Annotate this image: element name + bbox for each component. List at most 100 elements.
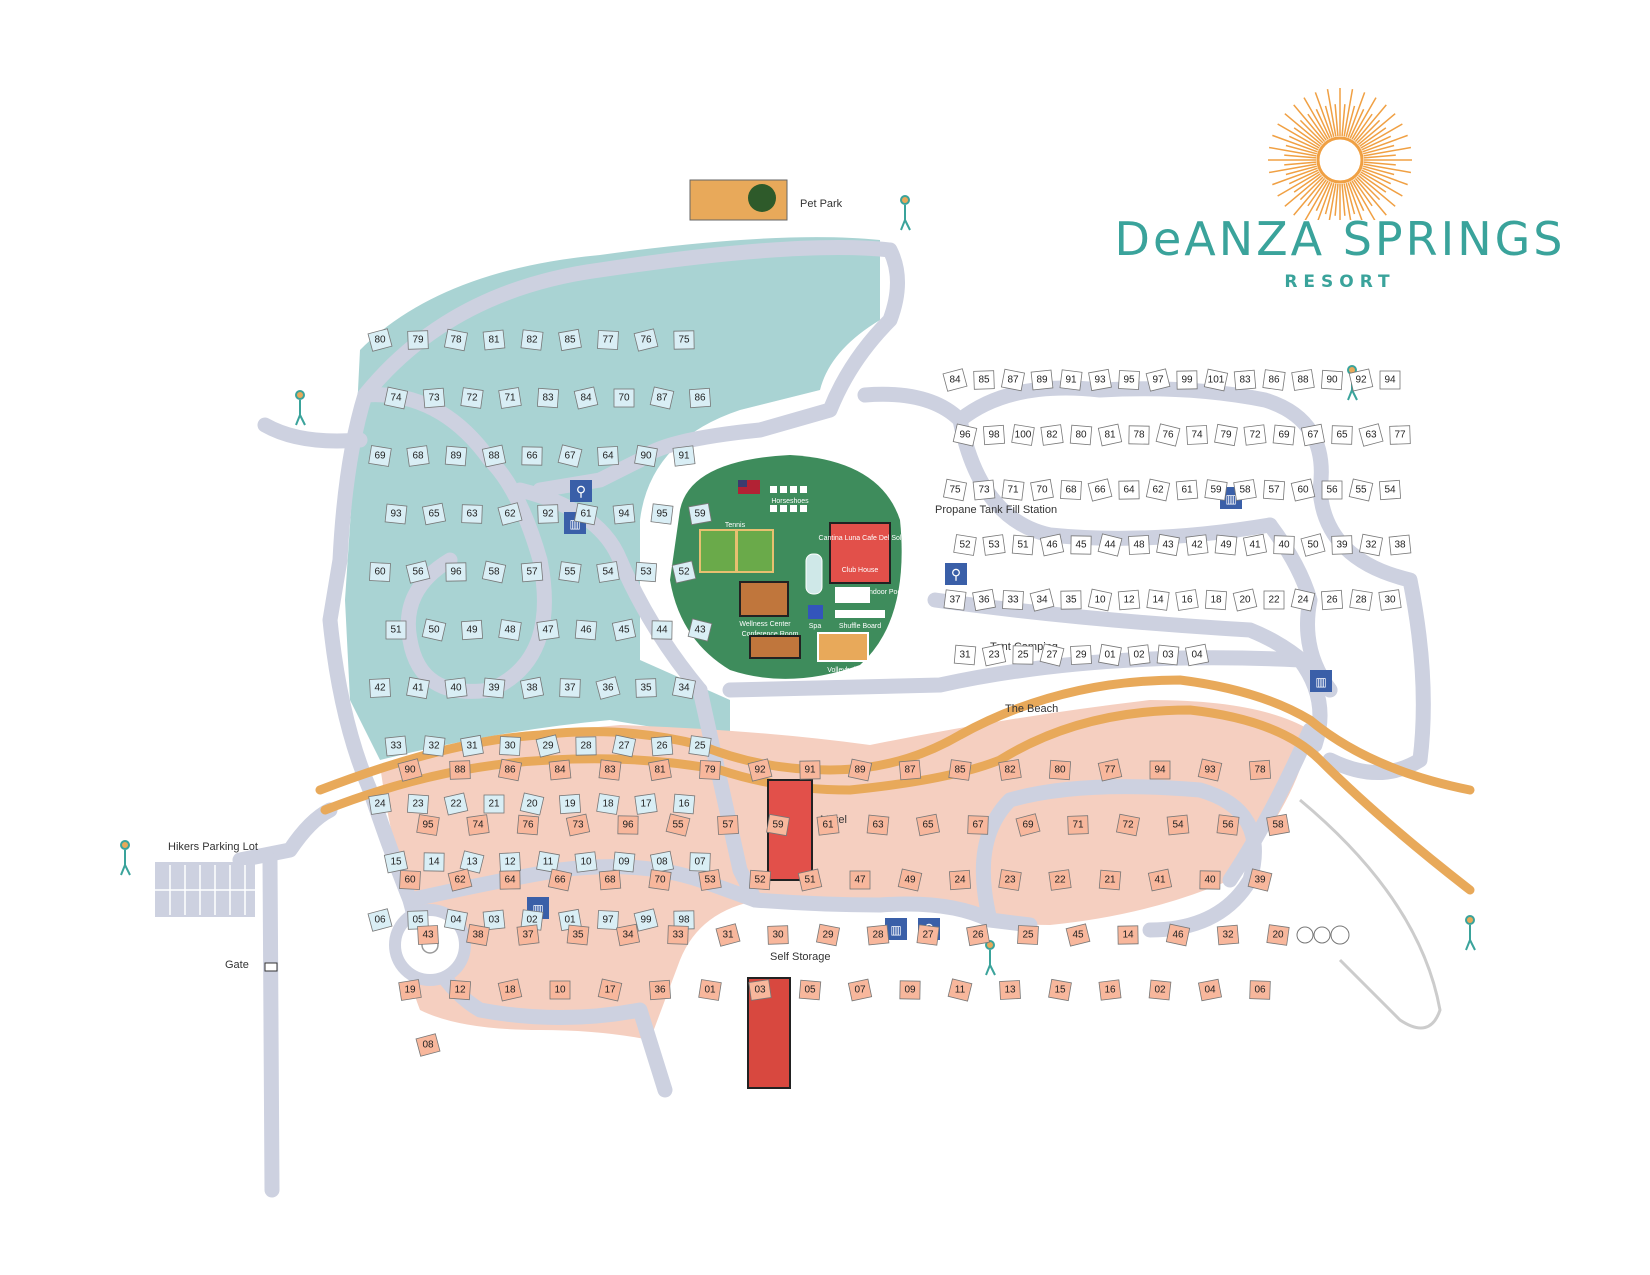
site-marker[interactable]: 15: [1048, 978, 1072, 1002]
site-marker[interactable]: 101: [1203, 368, 1229, 392]
site-marker[interactable]: 90: [397, 758, 423, 782]
site-marker[interactable]: 84: [548, 759, 572, 781]
site-marker[interactable]: 47: [536, 619, 560, 641]
site-marker[interactable]: 95: [650, 503, 674, 525]
site-marker[interactable]: 67: [1300, 423, 1326, 447]
site-marker[interactable]: 44: [651, 620, 673, 640]
site-marker[interactable]: 80: [367, 328, 393, 352]
site-marker[interactable]: 90: [634, 444, 658, 468]
site-marker[interactable]: 87: [898, 759, 922, 781]
site-marker[interactable]: 22: [1263, 590, 1285, 610]
site-marker[interactable]: 81: [482, 329, 506, 351]
site-marker[interactable]: 25: [1017, 925, 1039, 945]
site-marker[interactable]: 79: [1214, 423, 1238, 447]
site-marker[interactable]: 59: [1204, 479, 1228, 501]
site-marker[interactable]: 95: [1118, 370, 1140, 390]
site-marker[interactable]: 56: [1321, 480, 1343, 500]
site-marker[interactable]: 80: [1048, 759, 1072, 781]
site-marker[interactable]: 82: [520, 329, 544, 351]
site-marker[interactable]: 95: [416, 814, 440, 836]
site-marker[interactable]: 73: [565, 813, 591, 837]
site-marker[interactable]: 19: [558, 793, 582, 815]
site-marker[interactable]: 93: [1088, 368, 1112, 392]
site-marker[interactable]: 54: [1166, 814, 1190, 836]
site-marker[interactable]: 11: [536, 850, 560, 874]
site-marker[interactable]: 38: [466, 923, 490, 947]
site-marker[interactable]: 14: [423, 852, 445, 872]
site-marker[interactable]: 16: [1098, 979, 1122, 1001]
site-marker[interactable]: 68: [1060, 480, 1082, 500]
site-marker[interactable]: 62: [1145, 478, 1171, 502]
site-marker[interactable]: 73: [422, 387, 446, 409]
site-marker[interactable]: 89: [847, 758, 873, 782]
site-marker[interactable]: 46: [1039, 533, 1065, 557]
site-marker[interactable]: 96: [445, 562, 467, 582]
site-marker[interactable]: 58: [1233, 479, 1257, 501]
site-marker[interactable]: 88: [449, 760, 471, 780]
site-marker[interactable]: 02: [1127, 644, 1151, 666]
site-marker[interactable]: 41: [1147, 868, 1173, 892]
site-marker[interactable]: 99: [633, 908, 659, 932]
site-marker[interactable]: 62: [447, 868, 473, 892]
site-marker[interactable]: 35: [566, 924, 590, 946]
site-marker[interactable]: 37: [559, 678, 581, 698]
site-marker[interactable]: 58: [481, 560, 507, 584]
site-marker[interactable]: 35: [1060, 590, 1082, 610]
site-marker[interactable]: 85: [973, 370, 995, 390]
site-marker[interactable]: 60: [399, 870, 421, 890]
site-marker[interactable]: 04: [1197, 978, 1223, 1002]
site-marker[interactable]: 61: [816, 814, 840, 836]
site-marker[interactable]: 100: [1011, 424, 1035, 446]
site-marker[interactable]: 45: [611, 618, 637, 642]
site-marker[interactable]: 65: [1331, 425, 1353, 445]
site-marker[interactable]: 80: [1069, 424, 1093, 446]
site-marker[interactable]: 81: [648, 758, 672, 782]
site-marker[interactable]: 64: [1118, 480, 1140, 500]
site-marker[interactable]: 72: [1243, 424, 1267, 446]
site-marker[interactable]: 91: [799, 760, 821, 780]
site-marker[interactable]: 86: [497, 758, 523, 782]
site-marker[interactable]: 37: [516, 924, 540, 946]
site-marker[interactable]: 20: [1266, 924, 1290, 946]
site-marker[interactable]: 33: [384, 735, 408, 757]
site-marker[interactable]: 39: [1331, 535, 1353, 555]
site-marker[interactable]: 25: [688, 735, 712, 757]
site-marker[interactable]: 65: [915, 813, 941, 837]
site-marker[interactable]: 12: [448, 979, 472, 1001]
site-marker[interactable]: 79: [699, 760, 721, 780]
site-marker[interactable]: 83: [536, 387, 560, 409]
site-marker[interactable]: 63: [866, 814, 890, 836]
site-marker[interactable]: 23: [406, 793, 430, 815]
site-marker[interactable]: 98: [982, 424, 1006, 446]
site-marker[interactable]: 69: [1015, 813, 1041, 837]
site-marker[interactable]: 39: [482, 677, 506, 699]
site-marker[interactable]: 78: [1248, 759, 1272, 781]
site-marker[interactable]: 84: [573, 386, 599, 410]
site-marker[interactable]: 83: [1233, 369, 1257, 391]
site-marker[interactable]: 10: [574, 851, 598, 873]
site-marker[interactable]: 35: [635, 678, 657, 698]
site-marker[interactable]: 45: [1065, 923, 1091, 947]
site-marker[interactable]: 83: [598, 759, 622, 781]
site-marker[interactable]: 50: [421, 618, 447, 642]
site-marker[interactable]: 39: [1247, 868, 1273, 892]
site-marker[interactable]: 50: [1300, 533, 1326, 557]
site-marker[interactable]: 72: [460, 387, 484, 409]
site-marker[interactable]: 48: [498, 619, 522, 641]
site-marker[interactable]: 94: [1149, 760, 1171, 780]
site-marker[interactable]: 21: [1098, 869, 1122, 891]
site-marker[interactable]: 92: [1348, 368, 1374, 392]
site-marker[interactable]: 68: [406, 445, 430, 467]
site-marker[interactable]: 92: [537, 504, 559, 524]
site-marker[interactable]: 85: [948, 759, 972, 781]
site-marker[interactable]: 19: [398, 979, 422, 1001]
site-marker[interactable]: 49: [897, 868, 923, 892]
site-marker[interactable]: 29: [535, 734, 561, 758]
site-marker[interactable]: 57: [520, 561, 544, 583]
site-marker[interactable]: 34: [615, 923, 641, 947]
site-marker[interactable]: 55: [558, 561, 582, 583]
site-marker[interactable]: 40: [1273, 535, 1295, 555]
site-marker[interactable]: 77: [597, 330, 619, 350]
site-marker[interactable]: 65: [421, 502, 447, 526]
site-marker[interactable]: 75: [673, 330, 695, 350]
